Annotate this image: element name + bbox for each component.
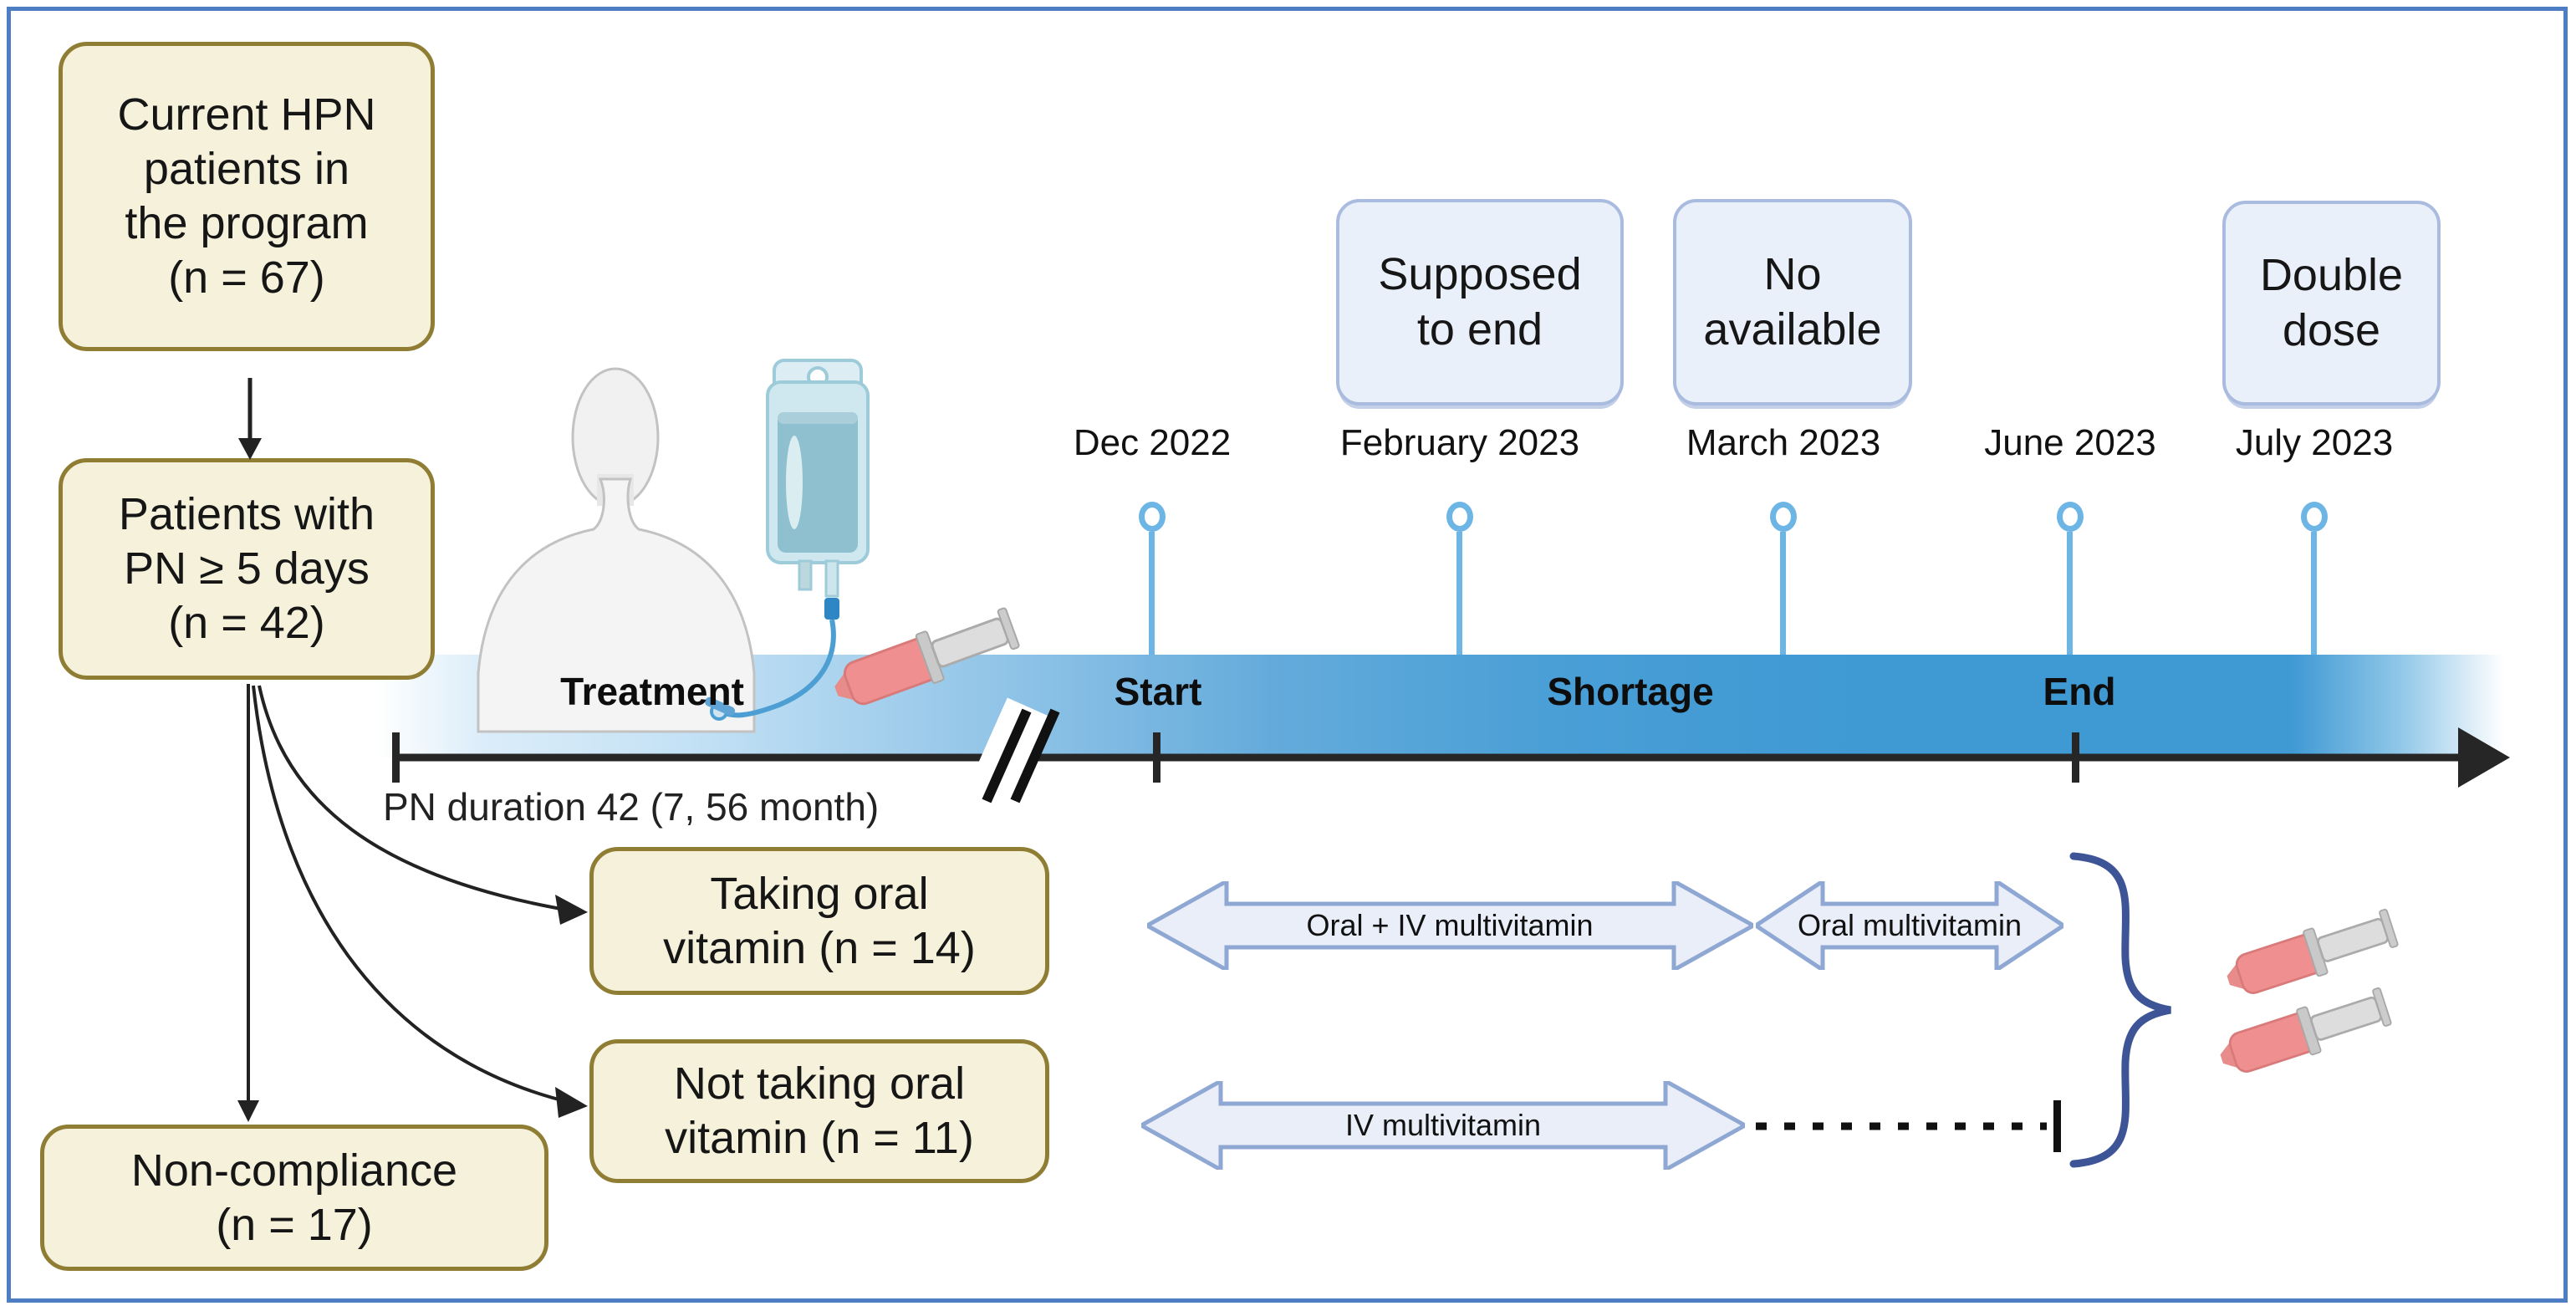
milestone-pin-icon — [2057, 502, 2084, 532]
catheter-wing — [705, 696, 736, 717]
arrow-label-oral-only: Oral multivitamin — [1797, 908, 2023, 942]
milestone-pin-icon — [1139, 502, 1166, 532]
milestone-pin-stem — [2311, 532, 2317, 655]
patient-iv-illustration — [477, 359, 1020, 733]
phase-label-shortage: Shortage — [1547, 670, 1714, 713]
arrow-label-iv-only: IV multivitamin — [1344, 1108, 1542, 1142]
callout-no-available: No available — [1673, 199, 1912, 406]
iv-bag-liquid-surface — [778, 412, 858, 424]
syringe-icon — [2220, 903, 2401, 1005]
pn-duration-note: PN duration 42 (7, 56 month) — [383, 785, 880, 829]
milestone-date: June 2023 — [1984, 422, 2156, 463]
milestone-pin-icon — [1446, 502, 1473, 532]
arrow-iv-only — [1141, 1081, 1745, 1170]
iv-tube — [719, 619, 836, 718]
milestone-pin-icon — [1770, 502, 1797, 532]
milestone-date: March 2023 — [1686, 422, 1881, 463]
phase-label-end: End — [2043, 670, 2116, 713]
patient-torso — [477, 477, 756, 733]
iv-line-connector — [824, 598, 839, 620]
iv-bag-highlight — [786, 436, 803, 529]
arrow-oral-plus-iv — [1147, 881, 1753, 970]
box-pn-5-days: Patients with PN ≥ 5 days (n = 42) — [59, 458, 435, 680]
box-taking-oral-vitamin: Taking oral vitamin (n = 14) — [589, 847, 1049, 995]
box-current-hpn-patients: Current HPN patients in the program (n =… — [59, 42, 435, 351]
box-non-compliance: Non-compliance (n = 17) — [40, 1125, 548, 1271]
callout-double-dose: Double dose — [2222, 201, 2441, 406]
arrow-label-oral-plus-iv: Oral + IV multivitamin — [1306, 908, 1594, 942]
milestone-pin-stem — [1149, 532, 1155, 655]
phase-label-start: Start — [1114, 670, 1202, 713]
milestone-date: July 2023 — [2235, 422, 2394, 463]
syringe-icon — [2213, 982, 2395, 1084]
syringe-icon — [834, 607, 1020, 706]
phase-label-treatment: Treatment — [560, 670, 744, 713]
milestone-pin-icon — [2301, 502, 2328, 532]
iv-bag-port-right — [824, 559, 839, 598]
box-not-taking-oral-vitamin: Not taking oral vitamin (n = 11) — [589, 1039, 1049, 1183]
callout-supposed-to-end: Supposed to end — [1336, 199, 1624, 406]
iv-bag-port-left — [798, 559, 813, 591]
milestone-pin-stem — [2067, 532, 2073, 655]
arrow-oral-only — [1756, 881, 2063, 970]
milestone-pin-stem — [1780, 532, 1786, 655]
milestone-date: February 2023 — [1339, 422, 1580, 463]
milestone-date: Dec 2022 — [1073, 422, 1232, 463]
double-dose-syringes — [2213, 903, 2401, 1084]
milestone-pin-stem — [1456, 532, 1462, 655]
